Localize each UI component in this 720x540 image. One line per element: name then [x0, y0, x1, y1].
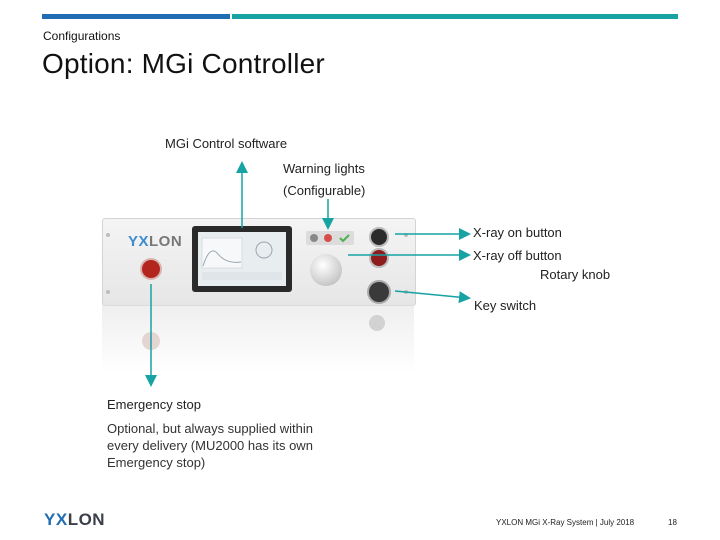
label-rotary-knob: Rotary knob	[540, 267, 611, 282]
footer-text: YXLON MGi X-Ray System | July 2018	[496, 518, 635, 527]
footer-logo: YXLON	[44, 510, 106, 529]
screen-display	[198, 232, 286, 286]
mount-hole	[404, 233, 408, 237]
label-configurable: (Configurable)	[283, 183, 366, 198]
label-key-switch: Key switch	[474, 298, 537, 313]
label-warning-lights: Warning lights	[283, 161, 365, 176]
page-number: 18	[668, 518, 677, 527]
xray-on-button[interactable]	[369, 227, 389, 247]
check-light-icon	[339, 234, 350, 243]
radiation-light-icon	[324, 234, 332, 242]
section-label: Configurations	[43, 29, 121, 43]
page-title: Option: MGi Controller	[42, 48, 325, 79]
emergency-stop-note: Optional, but always supplied within eve…	[107, 421, 313, 470]
rotary-knob[interactable]	[310, 254, 342, 286]
header-bar-blue	[42, 14, 230, 19]
label-xray-off: X-ray off button	[473, 248, 562, 263]
key-switch[interactable]	[367, 280, 391, 304]
screen-graph-icon	[201, 237, 282, 280]
header-bar-teal	[232, 14, 678, 19]
emergency-stop-button[interactable]	[142, 260, 160, 278]
antenna-light-icon	[310, 234, 318, 242]
label-software: MGi Control software	[165, 136, 288, 151]
xray-off-button[interactable]	[369, 248, 389, 268]
device-logo: YXLON	[128, 233, 183, 250]
label-xray-on: X-ray on button	[473, 225, 562, 240]
mount-hole	[106, 233, 110, 237]
mount-hole	[106, 290, 110, 294]
label-emergency-stop: Emergency stop	[107, 397, 201, 412]
warning-lights-panel	[306, 231, 354, 245]
arrow-key-switch	[394, 290, 471, 304]
key-switch-reflection	[369, 315, 385, 331]
